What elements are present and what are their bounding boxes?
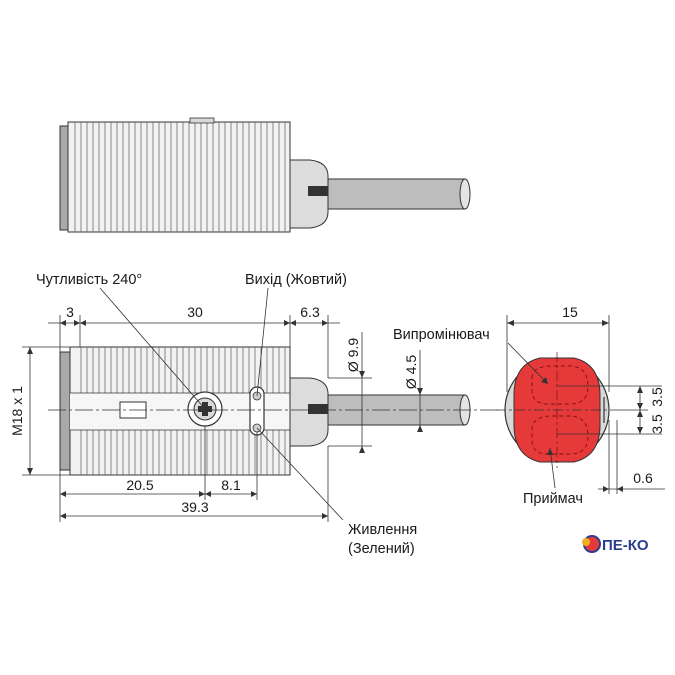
top-front-cap <box>59 125 69 231</box>
top-side-view <box>59 117 471 233</box>
dim-39-3: 39.3 <box>181 499 208 515</box>
receiver-outline <box>531 415 589 455</box>
label-leaders <box>99 287 344 521</box>
mid-thread-lower <box>80 430 288 475</box>
dim-15-lines <box>506 315 610 392</box>
label-power-line2: (Зелений) <box>348 541 415 557</box>
label-output: Вихід (Жовтий) <box>245 272 347 288</box>
dim-3-5-top: 3.5 <box>649 387 665 407</box>
top-gland-band <box>308 186 328 196</box>
top-cable <box>327 178 466 210</box>
top-cable-end <box>459 178 471 210</box>
dim-dia-4-5: Ø 4.5 <box>403 355 419 389</box>
dim-0-6-lines <box>598 420 665 494</box>
label-sensitivity: Чутливість 240° <box>36 272 142 288</box>
mid-thread-upper <box>80 347 288 393</box>
peko-logo: ПЕ-КО <box>582 535 649 554</box>
dia-9-9-dim-lines <box>328 332 372 450</box>
mid-gland-band <box>308 404 328 414</box>
dim-6-3: 6.3 <box>300 304 320 320</box>
dim-3-5-bottom: 3.5 <box>649 414 665 434</box>
dim-30: 30 <box>187 304 203 320</box>
emitter-outline <box>531 365 589 405</box>
dim-3-5-lines <box>557 385 662 435</box>
front-lens-view: 15 3.5 3.5 0.6 <box>393 304 665 507</box>
label-emitter: Випромінювач <box>393 327 490 343</box>
top-adjust-knob <box>189 117 215 124</box>
label-receiver: Приймач <box>523 491 583 507</box>
mid-front-cap <box>59 351 71 471</box>
top-dim-arrows <box>60 320 328 326</box>
dim-3: 3 <box>66 304 74 320</box>
label-power-line1: Живлення <box>348 522 417 538</box>
logo-text: ПЕ-КО <box>602 537 649 554</box>
dim-dia-9-9: Ø 9.9 <box>345 338 361 372</box>
dim-8-1: 8.1 <box>221 477 241 493</box>
bottom-dim-lines <box>59 426 329 522</box>
dim-0-6: 0.6 <box>633 470 653 486</box>
dim-15: 15 <box>562 304 578 320</box>
dim-m18: M18 x 1 <box>9 386 25 436</box>
top-thread-lines <box>70 122 288 232</box>
dim-20-5: 20.5 <box>126 477 153 493</box>
side-view-dimensioned: 3 30 6.3 M18 x 1 Ø 9.9 <box>9 272 500 557</box>
